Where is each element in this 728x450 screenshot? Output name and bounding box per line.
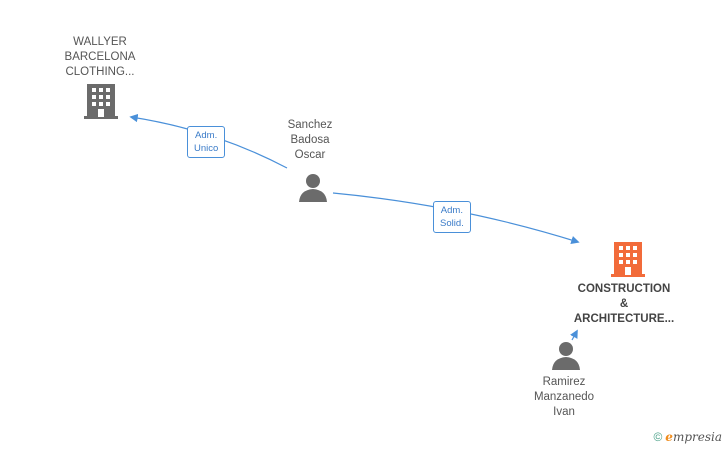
building-icon[interactable] <box>611 242 645 278</box>
brand-logo: empresia <box>665 430 722 444</box>
building-icon[interactable] <box>84 84 118 120</box>
person-icon[interactable] <box>298 172 328 202</box>
edge-ramirez-construction <box>570 329 578 341</box>
footer-brand[interactable]: © empresia <box>653 430 722 444</box>
person-icon[interactable] <box>551 340 581 370</box>
edge-label-adm-unico[interactable]: Adm. Unico <box>187 126 226 158</box>
edge-label-adm-solid[interactable]: Adm. Solid. <box>433 201 471 233</box>
node-label-sanchez[interactable]: Sanchez Badosa Oscar <box>287 119 333 161</box>
node-label-ramirez[interactable]: Ramirez Manzanedo Ivan <box>533 376 595 418</box>
copyright-icon: © <box>653 430 663 444</box>
node-label-construction[interactable]: CONSTRUCTION & ARCHITECTURE... <box>573 283 675 325</box>
node-label-wallyer[interactable]: WALLYER BARCELONA CLOTHING... <box>64 36 136 78</box>
